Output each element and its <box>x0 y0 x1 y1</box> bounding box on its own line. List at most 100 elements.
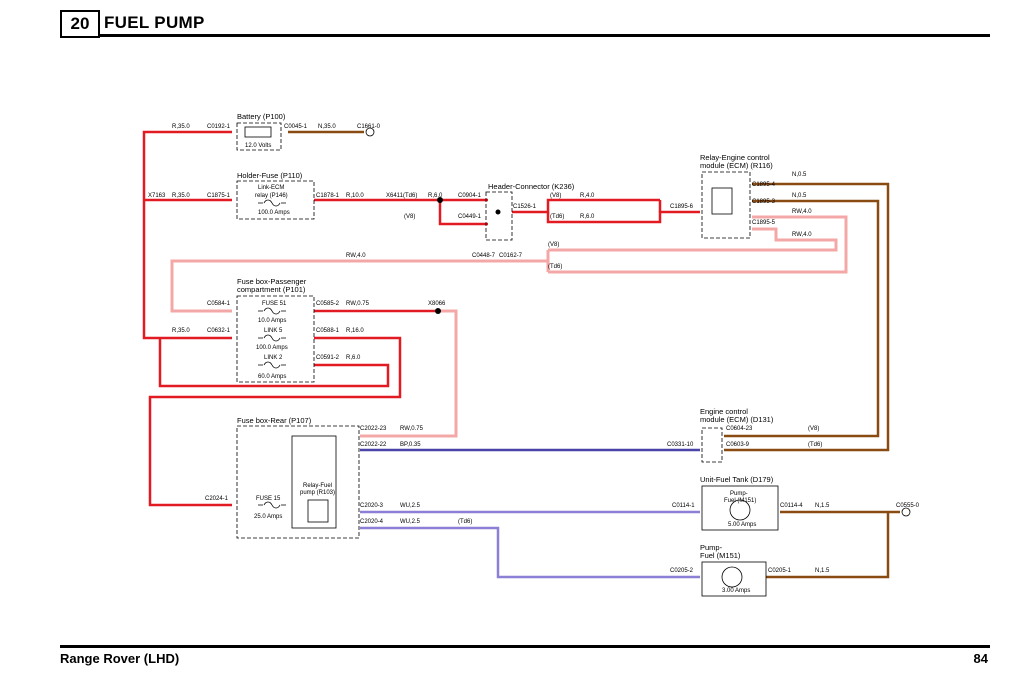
wire-label-v8-d: (V8) <box>808 426 819 432</box>
wire-label-td6-e: (Td6) <box>458 519 472 525</box>
wire-r35-link <box>158 338 390 388</box>
wire-label-n05-b: N,0.5 <box>792 193 807 199</box>
link2-label: LINK 2 <box>264 355 283 361</box>
pump-fuel-title-2: Fuel (M151) <box>700 551 741 560</box>
wires <box>142 130 900 579</box>
page-header: 20 FUEL PUMP <box>60 10 990 38</box>
fusebox-rear-title: Fuse box-Rear (P107) <box>237 416 312 425</box>
wire-label-v8-c: (V8) <box>548 242 559 248</box>
connector-c1895-3: C1895-3 <box>752 199 776 205</box>
connector-c0162-7: C0162-7 <box>499 253 523 259</box>
wire-r4-v8 <box>512 198 660 214</box>
relay-ecm-title-1: Relay-Engine control <box>700 153 770 162</box>
wire-rw4-main <box>170 250 550 313</box>
holder-fuse-name-2: relay (P146) <box>255 193 288 199</box>
connector-c0205-2: C0205-2 <box>670 568 694 574</box>
wire-n05-b <box>724 199 880 438</box>
connector-c1875-1: C1875-1 <box>207 193 231 199</box>
connector-c2022-22: C2022-22 <box>360 442 387 448</box>
holder-fuse-rating: 100.0 Amps <box>258 210 290 216</box>
wire-label-n15-a: N,1.5 <box>815 503 830 509</box>
relay-fuel-pump-2: pump (R103) <box>300 490 335 496</box>
wire-r16 <box>148 336 402 507</box>
junction-x8066 <box>435 308 441 314</box>
footer-rule <box>60 645 990 648</box>
wire-label-n05-a: N,0.5 <box>792 172 807 178</box>
connector-c1878-1: C1878-1 <box>316 193 340 199</box>
connector-c2024-1: C2024-1 <box>205 496 229 502</box>
junctions <box>435 197 501 314</box>
fuel-tank-title: Unit-Fuel Tank (D179) <box>700 475 774 484</box>
wire-label-wu25-b: WU,2.5 <box>400 519 421 525</box>
wire-n15-b <box>766 512 890 579</box>
connector-c2020-4: C2020-4 <box>360 519 384 525</box>
wire-label-r6-c: R,6.0 <box>346 355 361 361</box>
connector-c0584-1: C0584-1 <box>207 301 231 307</box>
wire-label-r35-c: R,35.0 <box>172 328 190 334</box>
connector-c1661-0: C1661-0 <box>357 124 381 130</box>
connector-c0632-1: C0632-1 <box>207 328 231 334</box>
connector-c0591-2: C0591-2 <box>316 355 340 361</box>
fuse51-label: FUSE 51 <box>262 301 287 307</box>
fuel-tank-pump-1: Pump- <box>730 491 748 497</box>
relay-icon <box>711 187 733 215</box>
fuse-icon-fuse51 <box>258 307 286 315</box>
holder-fuse-name-1: Link-ECM <box>258 185 284 191</box>
connector-c0205-1: C0205-1 <box>768 568 792 574</box>
wire-label-rw075-a: RW,0.75 <box>346 301 370 307</box>
wire-label-r35-a: R,35.0 <box>172 124 190 130</box>
connector-c1895-6: C1895-6 <box>670 204 694 210</box>
relay-fuel-pump-icon <box>291 435 337 529</box>
components <box>236 122 911 597</box>
wire-label-r16: R,16.0 <box>346 328 364 334</box>
header-rule <box>100 34 990 37</box>
junction-x6411 <box>437 197 443 203</box>
wire-label-td6-b: (Td6) <box>550 214 564 220</box>
pump-motor-icon-a <box>729 499 751 521</box>
fuse-icon-fuse15 <box>258 501 286 509</box>
fuse15-rating: 25.0 Amps <box>254 514 282 520</box>
holder-fuse-title: Holder-Fuse (P110) <box>237 171 303 180</box>
wire-label-n35: N,35.0 <box>318 124 336 130</box>
connector-c1895-5: C1895-5 <box>752 220 776 226</box>
connector-c0331-10: C0331-10 <box>667 442 694 448</box>
wire-label-n15-b: N,1.5 <box>815 568 830 574</box>
wire-label-r4: R,4.0 <box>580 193 595 199</box>
pump-fuel-box <box>701 561 767 597</box>
connector-c1526-1: C1526-1 <box>513 204 537 210</box>
link5-label: LINK 5 <box>264 328 283 334</box>
wire-label-r6-a: R,6.0 <box>428 193 443 199</box>
fuel-tank-pump-2: Fuel (M151) <box>724 498 756 504</box>
connector-c0603-9: C0603-9 <box>726 442 750 448</box>
relay-ecm-title-2: module (ECM) (R116) <box>700 161 773 170</box>
header-connector-box <box>485 191 513 241</box>
ecm-box <box>701 427 723 463</box>
labels: Battery (P100) 12.0 Volts Holder-Fuse (P… <box>148 112 920 594</box>
wire-rw4-td6 <box>548 227 838 252</box>
wire-label-bp035: BP,0.35 <box>400 442 421 448</box>
connector-c0555-0: C0555-0 <box>896 503 920 509</box>
pump-motor-icon-b <box>721 566 743 588</box>
fuse-icon-link-ecm <box>258 199 286 207</box>
connector-c0114-1: C0114-1 <box>672 503 695 509</box>
connector-c0114-4: C0114-4 <box>780 503 803 509</box>
fuse-icon-link5 <box>258 334 286 342</box>
wire-battery-feed <box>142 130 232 340</box>
section-number: 20 <box>60 10 100 38</box>
fuel-tank-box <box>701 485 779 531</box>
fuse-icon-link2 <box>258 361 286 369</box>
relay-ecm-box <box>701 171 751 239</box>
wire-label-v8-b: (V8) <box>550 193 561 199</box>
header-connector-title: Header-Connector (K236) <box>488 182 575 191</box>
page-title: FUEL PUMP <box>104 13 205 32</box>
fuse51-rating: 10.0 Amps <box>258 318 286 324</box>
connector-c0588-1: C0588-1 <box>316 328 340 334</box>
wire-rw4-v8 <box>548 215 848 274</box>
ecm-title-2: module (ECM) (D131) <box>700 415 774 424</box>
connector-c0045-1: C0045-1 <box>284 124 308 130</box>
wire-label-rw4-b: RW,4.0 <box>792 232 812 238</box>
connector-c0585-2: C0585-2 <box>316 301 340 307</box>
junction-header <box>495 209 501 215</box>
wire-rw075-b <box>360 309 458 438</box>
